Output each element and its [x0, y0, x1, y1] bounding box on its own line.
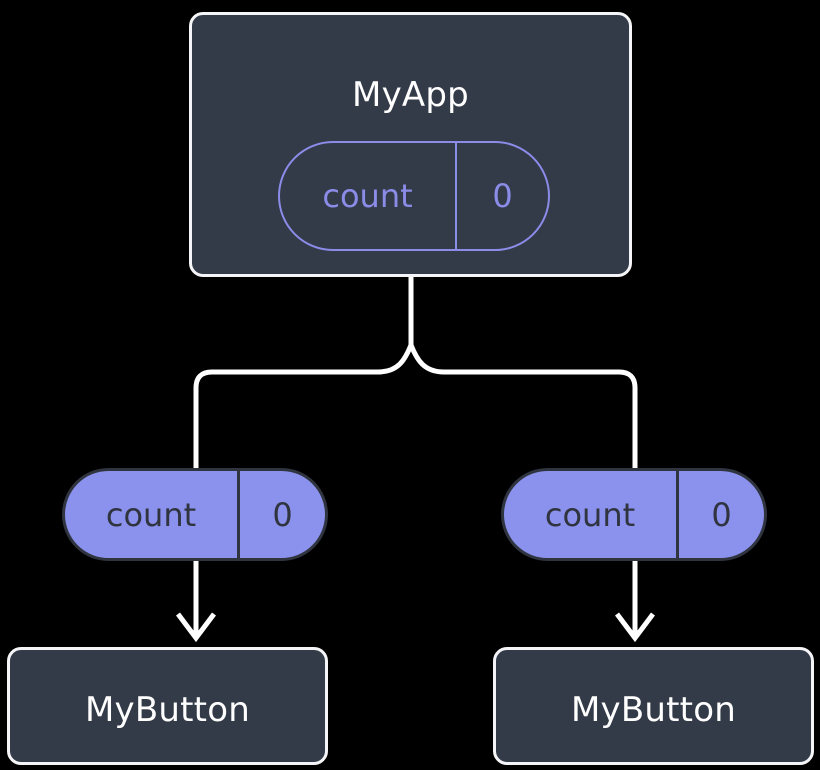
node-myapp[interactable]: MyApp count 0 — [189, 12, 632, 277]
node-myapp-title: MyApp — [352, 75, 469, 115]
state-pill-key: count — [322, 177, 413, 215]
state-pill-myapp[interactable]: count 0 — [278, 141, 550, 251]
prop-pill-right-key: count — [544, 495, 636, 534]
edge-fork-right — [408, 344, 638, 468]
node-mybutton-right[interactable]: MyButton — [493, 647, 814, 765]
node-mybutton-right-title: MyButton — [571, 690, 736, 730]
state-pill-value: 0 — [455, 143, 548, 249]
arrow-head-left-icon — [176, 612, 216, 643]
edge-fork-left — [193, 344, 414, 468]
prop-pill-left-key: count — [105, 495, 197, 534]
prop-pill-right-value: 0 — [676, 471, 764, 558]
node-mybutton-left[interactable]: MyButton — [7, 647, 328, 765]
prop-pill-left[interactable]: count 0 — [62, 468, 328, 561]
node-mybutton-left-title: MyButton — [85, 690, 250, 730]
prop-pill-right[interactable]: count 0 — [501, 468, 767, 561]
arrow-head-right-icon — [615, 612, 655, 643]
prop-pill-left-value: 0 — [237, 471, 325, 558]
